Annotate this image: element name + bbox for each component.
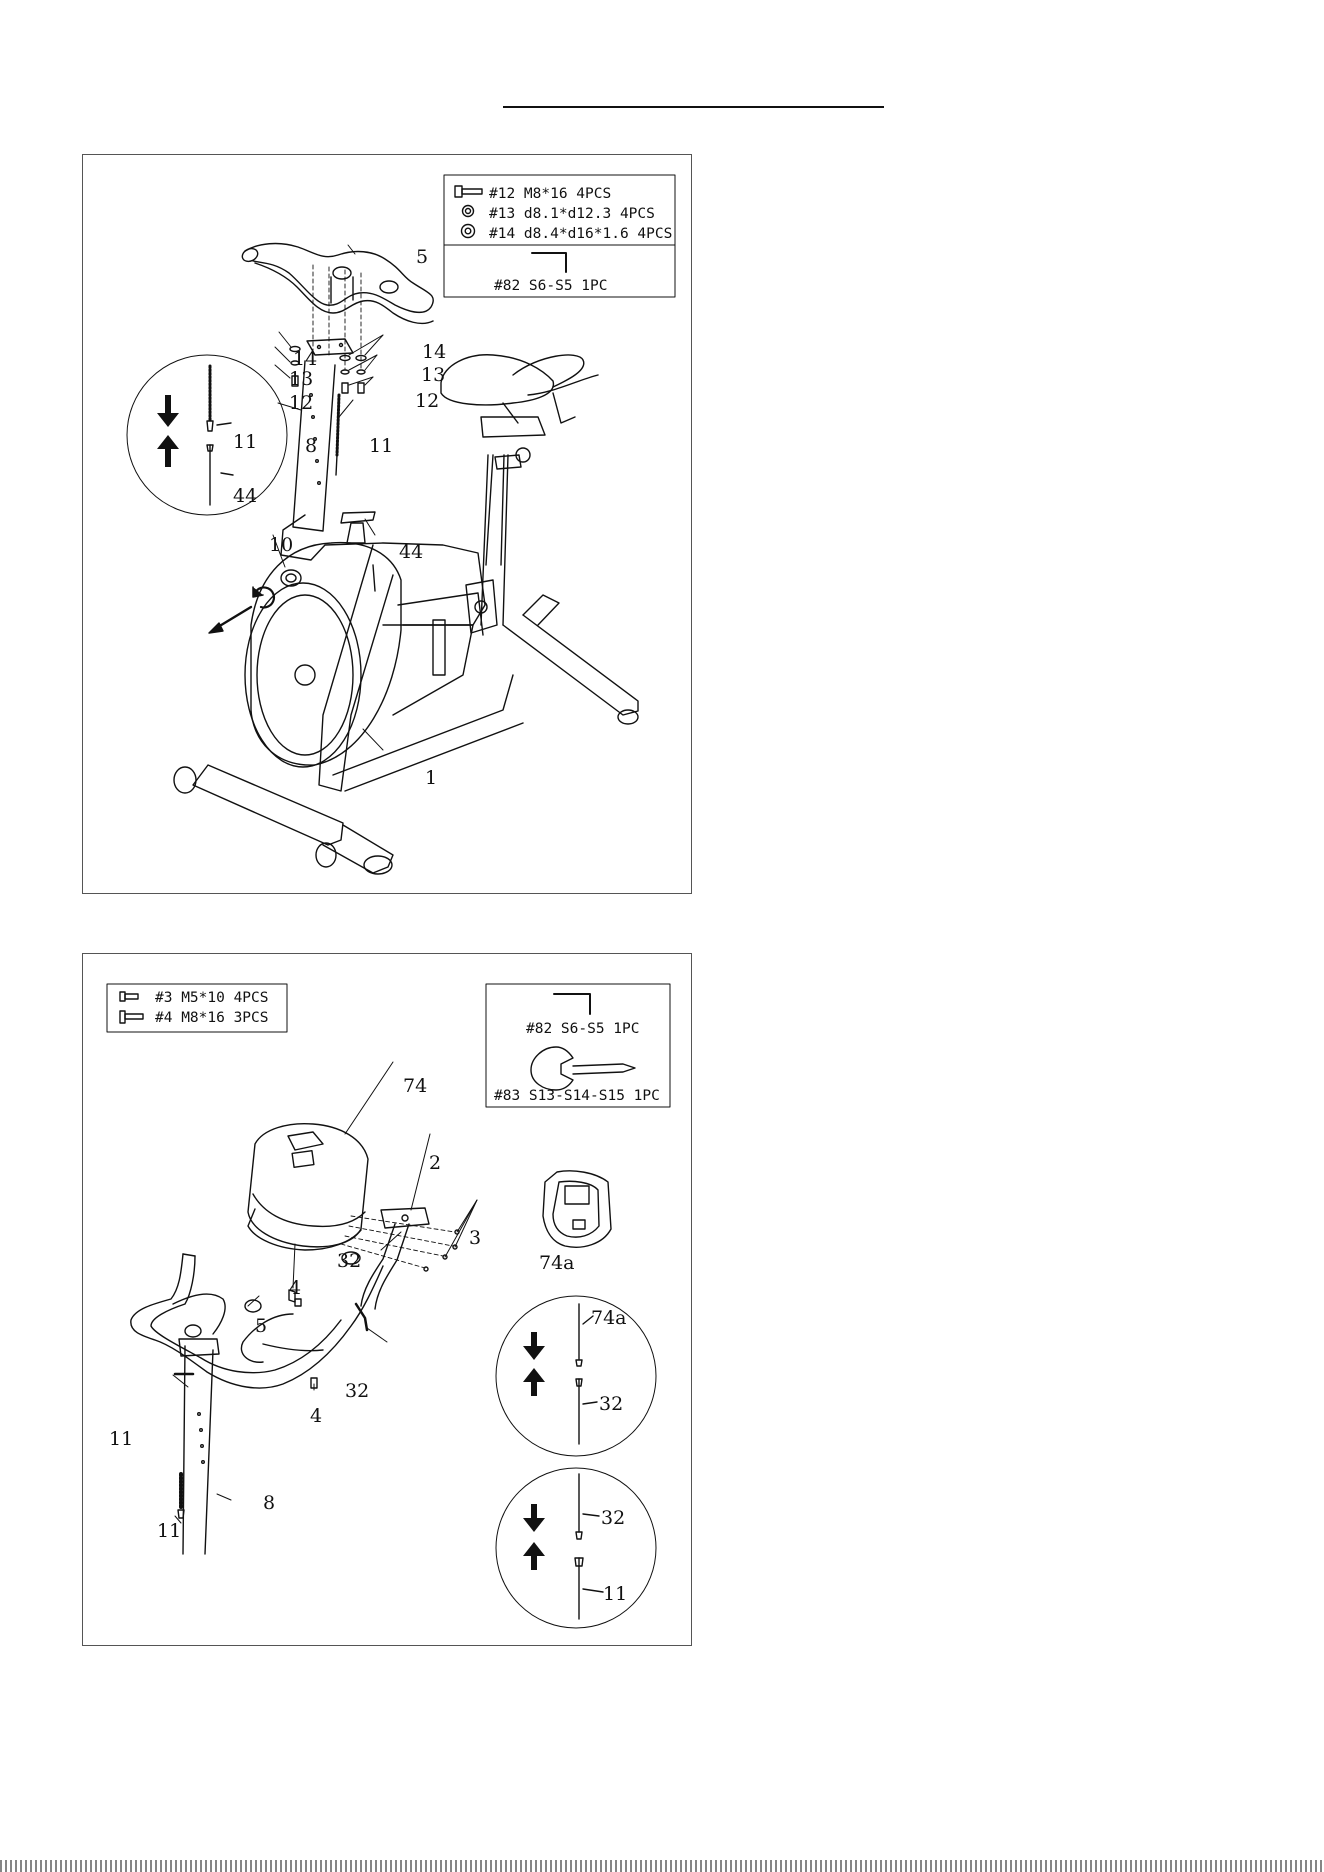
rotate-pull-arrow bbox=[209, 587, 274, 633]
hardware-item-text: #14 d8.4*d16*1.6 4PCS bbox=[489, 226, 672, 242]
part-label: 4 bbox=[289, 1277, 301, 1299]
adjustment-knob bbox=[281, 570, 301, 586]
part-label: 11 bbox=[157, 1520, 181, 1542]
inset-label: 11 bbox=[603, 1583, 627, 1605]
handlebar bbox=[240, 244, 433, 324]
inset-label: 11 bbox=[233, 431, 257, 453]
tool-text: #83 S13-S14-S15 1PC bbox=[494, 1088, 660, 1104]
part-label: 8 bbox=[305, 435, 317, 457]
part-label: 32 bbox=[345, 1380, 369, 1402]
hardware-item-text: #3 M5*10 4PCS bbox=[155, 990, 269, 1006]
part-label: 12 bbox=[415, 390, 439, 412]
right-fasteners bbox=[340, 356, 366, 394]
part-label: 12 bbox=[289, 392, 313, 414]
part-label: 11 bbox=[109, 1428, 133, 1450]
wrench-icon bbox=[531, 1047, 635, 1090]
part-label: 44 bbox=[399, 541, 423, 563]
part-label: 13 bbox=[421, 364, 445, 386]
console-diagram: #3 M5*10 4PCS #4 M8*16 3PCS #82 S6-S5 1P… bbox=[83, 954, 693, 1647]
inset-label: 32 bbox=[599, 1393, 623, 1415]
part-label: 13 bbox=[289, 368, 313, 390]
handlebar-post-diagram: #12 M8*16 4PCS #13 d8.1*d12.3 4PCS #14 d… bbox=[83, 155, 693, 895]
part-label: 10 bbox=[269, 534, 293, 556]
tool-text: #82 S6-S5 1PC bbox=[494, 278, 608, 294]
hardware-item-text: #13 d8.1*d12.3 4PCS bbox=[489, 206, 655, 222]
part-label: 1 bbox=[425, 767, 437, 789]
cable-connection-inset bbox=[496, 1468, 656, 1628]
hardware-item-text: #4 M8*16 3PCS bbox=[155, 1010, 269, 1026]
seat-handle-rear bbox=[513, 355, 584, 387]
part-label: 14 bbox=[293, 348, 317, 370]
scan-artifact-strip bbox=[0, 1860, 1324, 1872]
rear-stabilizer bbox=[503, 595, 638, 724]
part-label: 8 bbox=[263, 1492, 275, 1514]
inset-label: 32 bbox=[601, 1507, 625, 1529]
cable-connection-inset bbox=[496, 1296, 656, 1456]
title-underline bbox=[503, 106, 884, 108]
inset-label: 74a bbox=[591, 1307, 627, 1329]
part-label: 74a bbox=[539, 1252, 575, 1274]
console bbox=[248, 1124, 368, 1250]
allen-key-icon bbox=[554, 994, 590, 1014]
leader-lines bbox=[173, 1062, 477, 1523]
console-back bbox=[543, 1171, 611, 1247]
connect-arrows bbox=[523, 1332, 545, 1570]
washer-icon bbox=[462, 225, 475, 238]
part-label: 3 bbox=[469, 1227, 481, 1249]
connect-arrows bbox=[157, 395, 179, 467]
seat-assembly bbox=[441, 355, 598, 625]
flywheel-cover bbox=[245, 543, 401, 767]
seat bbox=[441, 355, 553, 405]
part-label: 14 bbox=[422, 341, 446, 363]
part-label: 74 bbox=[403, 1075, 427, 1097]
part-label: 2 bbox=[429, 1152, 441, 1174]
part-label: 5 bbox=[255, 1315, 267, 1337]
bolt-icon bbox=[120, 1011, 143, 1023]
part-label: 4 bbox=[310, 1405, 322, 1427]
tool-text: #82 S6-S5 1PC bbox=[526, 1021, 640, 1037]
cable-connection-inset bbox=[127, 355, 287, 515]
hardware-item-text: #12 M8*16 4PCS bbox=[489, 186, 611, 202]
front-wheel bbox=[174, 767, 196, 793]
allen-key-icon bbox=[532, 253, 566, 272]
assembly-step-console: #3 M5*10 4PCS #4 M8*16 3PCS #82 S6-S5 1P… bbox=[82, 953, 692, 1646]
inset-label: 44 bbox=[233, 485, 257, 507]
part-label: 32 bbox=[337, 1250, 361, 1272]
screws bbox=[424, 1230, 459, 1271]
leader-lines bbox=[273, 245, 383, 750]
front-stabilizer bbox=[174, 765, 393, 874]
assembly-step-handlebar-post: #12 M8*16 4PCS #13 d8.1*d12.3 4PCS #14 d… bbox=[82, 154, 692, 894]
bolt-icon bbox=[120, 992, 138, 1001]
part-label: 5 bbox=[416, 246, 428, 268]
washer-icon bbox=[463, 206, 474, 217]
tension-knob bbox=[341, 512, 375, 591]
part-label: 11 bbox=[369, 435, 393, 457]
handlebar-post bbox=[179, 1339, 219, 1554]
bolt-icon bbox=[455, 186, 482, 197]
